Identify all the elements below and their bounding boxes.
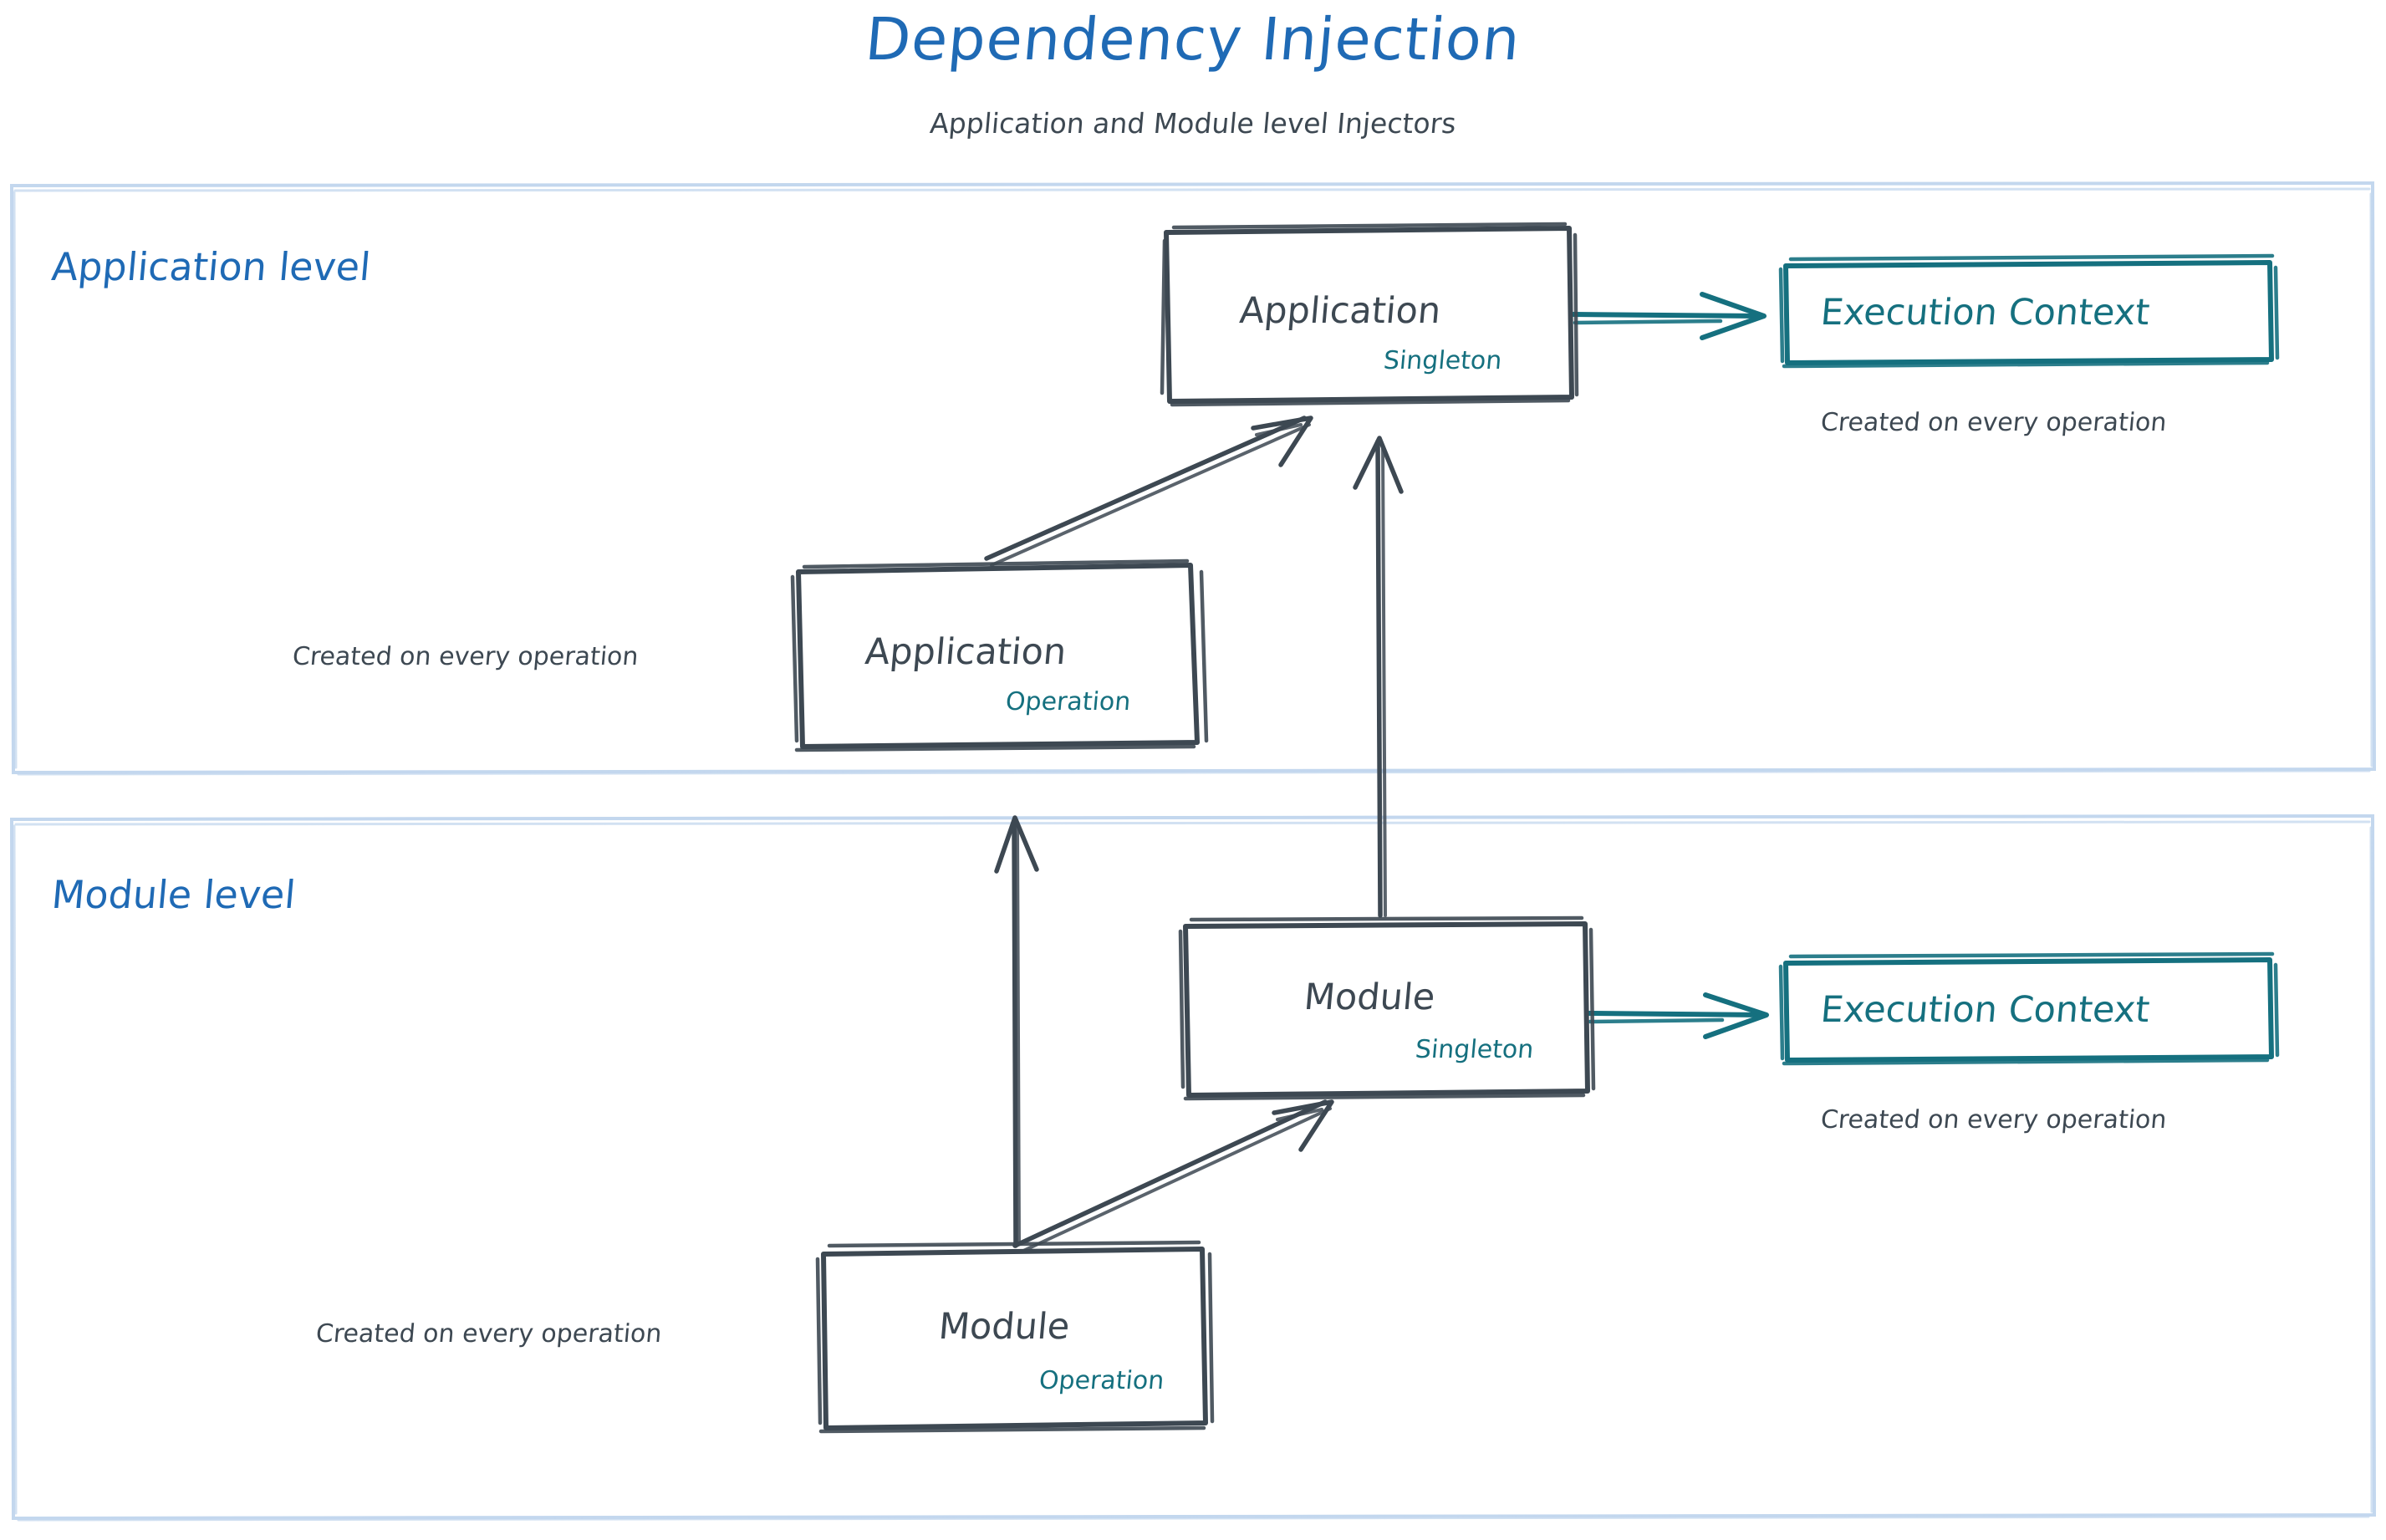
node-scope-application-singleton: Singleton: [1382, 346, 1503, 375]
edge-app-singleton-to-execution-context: [1571, 292, 1767, 340]
node-box-application-execution-context[interactable]: [1778, 253, 2280, 369]
node-box-application-singleton[interactable]: [1160, 222, 1579, 407]
caption-module-operation: Created on every operation: [314, 1319, 664, 1349]
node-title-application-execution-context: Execution Context: [1818, 292, 2152, 334]
caption-module-execution-context: Created on every operation: [1819, 1105, 2169, 1135]
node-title-application-singleton: Application: [1237, 290, 1443, 332]
node-box-module-operation[interactable]: [815, 1240, 1215, 1434]
container-label-application-level: Application level: [49, 244, 373, 289]
caption-application-execution-context: Created on every operation: [1819, 408, 2169, 437]
node-box-module-singleton[interactable]: [1178, 915, 1596, 1101]
node-title-module-execution-context: Execution Context: [1818, 989, 2152, 1031]
node-title-application-operation: Application: [863, 631, 1068, 673]
node-scope-module-operation: Operation: [1038, 1366, 1165, 1395]
edge-module-singleton-to-app-singleton: [1353, 436, 1404, 918]
node-scope-module-singleton: Singleton: [1414, 1035, 1535, 1064]
node-scope-application-operation: Operation: [1004, 687, 1132, 716]
edge-module-singleton-to-execution-context: [1586, 992, 1769, 1039]
edge-module-operation-to-app-operation: [994, 815, 1039, 1248]
caption-application-operation: Created on every operation: [291, 642, 640, 671]
container-label-module-level: Module level: [49, 872, 298, 917]
container-application-level: [9, 181, 2377, 776]
node-box-application-operation[interactable]: [790, 558, 1209, 752]
node-box-module-execution-context[interactable]: [1778, 951, 2280, 1066]
edge-app-operation-to-app-singleton: [984, 416, 1313, 567]
node-title-module-operation: Module: [936, 1306, 1072, 1348]
edge-module-operation-to-module-singleton: [1012, 1099, 1334, 1254]
container-module-level: [9, 813, 2377, 1522]
node-title-module-singleton: Module: [1302, 977, 1437, 1018]
